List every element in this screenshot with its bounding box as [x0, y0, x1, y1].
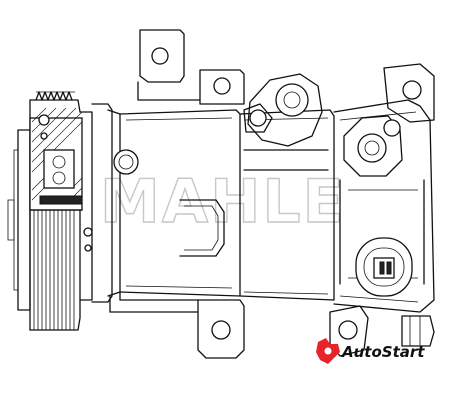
middle-section: [199, 69, 335, 301]
bottom-mount-hole: [211, 320, 231, 340]
top-mount-bracket: [139, 29, 185, 83]
rear-head: [329, 63, 435, 357]
top-mount-hole: [151, 47, 169, 65]
watermark-text: MAHLE: [100, 167, 346, 237]
bottom-mount-bracket: [197, 299, 245, 359]
electrical-connector: [355, 237, 413, 297]
relief-valve: [401, 315, 435, 347]
discharge-port: [343, 115, 403, 177]
autostart-logo-mark: [316, 338, 340, 364]
compressor-housing: [91, 29, 245, 359]
pulley-assembly: [7, 91, 93, 331]
housing-bolt-left: [113, 149, 139, 175]
autostart-logo: AutoStart: [316, 338, 425, 364]
section-cutaway: [29, 107, 83, 211]
suction-port: [243, 73, 323, 147]
autostart-logo-text: AutoStart: [341, 343, 425, 361]
clutch-plate: [17, 129, 31, 311]
